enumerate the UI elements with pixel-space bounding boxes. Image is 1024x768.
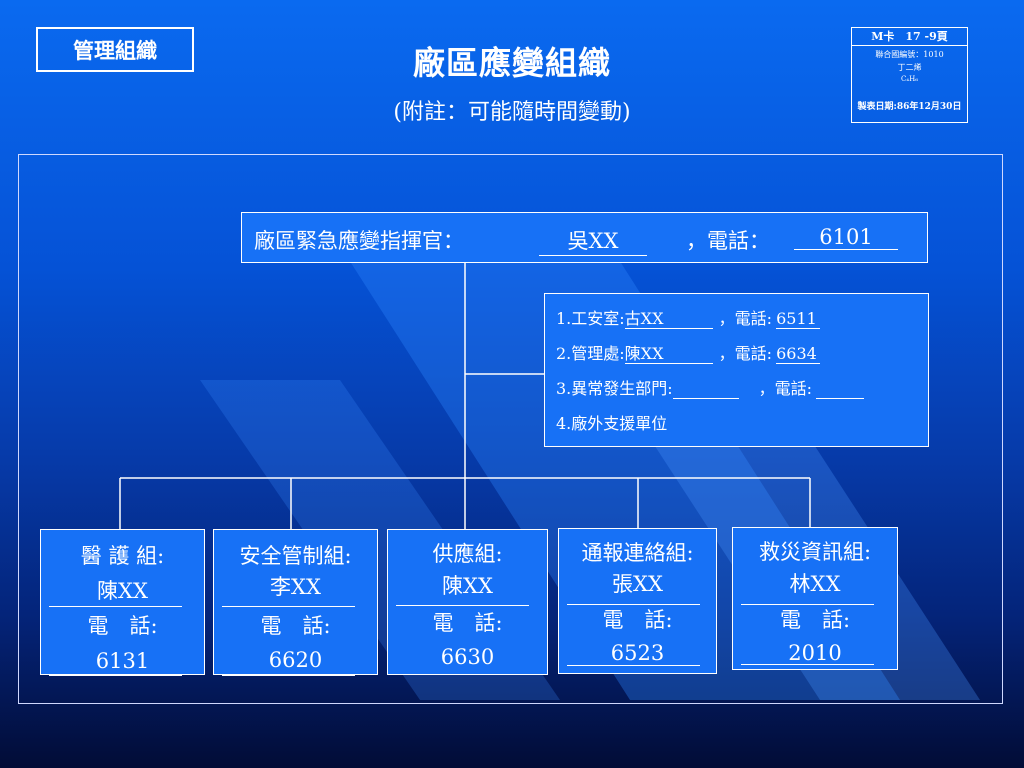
section-tag: 管理組織 bbox=[36, 27, 194, 72]
card-chemical-name: 丁二烯 bbox=[897, 63, 922, 72]
group-leader: 陳XX bbox=[97, 579, 148, 603]
group-leader: 張XX bbox=[612, 572, 663, 596]
group-leader: 林XX bbox=[789, 572, 841, 596]
task-phone-label: ，電話: bbox=[758, 379, 813, 398]
group-underline bbox=[396, 674, 529, 675]
group-divider bbox=[396, 605, 529, 606]
group-phone: 2010 bbox=[788, 641, 842, 665]
group-underline bbox=[49, 675, 182, 676]
task-label: 1.工安室: bbox=[556, 309, 625, 328]
card-date: 製表日期:86年12月30日 bbox=[857, 102, 962, 112]
group-phone: 6620 bbox=[268, 648, 323, 672]
group-divider bbox=[49, 606, 182, 607]
task-phone-label: ，電話: bbox=[718, 309, 773, 328]
commander-label: 廠區緊急應變指揮官： bbox=[254, 229, 464, 253]
group-divider bbox=[222, 606, 355, 607]
group-box-disaster-info: 救災資訊組: 林XX 電 話: 2010 bbox=[732, 527, 898, 670]
diagram-frame bbox=[18, 154, 1003, 704]
task-item: 3.異常發生部門: ，電話: bbox=[556, 378, 865, 400]
group-underline bbox=[222, 675, 355, 676]
group-phone: 6630 bbox=[440, 645, 495, 669]
task-label: 2.管理處: bbox=[556, 344, 625, 363]
group-title: 供應組: bbox=[432, 542, 503, 566]
task-name bbox=[672, 378, 739, 399]
group-title: 安全管制組: bbox=[239, 544, 352, 568]
task-label: 3.異常發生部門: bbox=[556, 379, 673, 398]
commander-name: 吳XX bbox=[539, 225, 647, 256]
group-phone: 6131 bbox=[95, 649, 150, 673]
card-formula: C₄H₆ bbox=[900, 75, 919, 83]
group-phone-label: 電 話: bbox=[432, 611, 503, 635]
group-title: 通報連絡組: bbox=[581, 541, 694, 565]
group-divider bbox=[567, 604, 700, 605]
card-page-ref: M卡 17 -9頁 bbox=[852, 28, 967, 46]
task-phone: 6511 bbox=[776, 308, 821, 329]
task-name: 陳XX bbox=[624, 343, 713, 364]
group-title: 醫 護 組: bbox=[80, 544, 165, 568]
page-title: 廠區應變組織 bbox=[412, 44, 611, 82]
group-phone-label: 電 話: bbox=[779, 608, 851, 632]
group-phone-label: 電 話: bbox=[87, 614, 158, 638]
group-leader: 陳XX bbox=[442, 574, 493, 598]
task-phone-label: ，電話: bbox=[718, 344, 773, 363]
task-name: 古XX bbox=[624, 308, 713, 329]
page-subtitle: (附註：可能隨時間變動) bbox=[393, 100, 631, 125]
group-box-medical: 醫 護 組: 陳XX 電 話: 6131 bbox=[40, 529, 205, 676]
group-leader: 李XX bbox=[270, 575, 321, 599]
group-phone-label: 電 話: bbox=[260, 614, 331, 638]
group-underline bbox=[741, 664, 874, 665]
task-item: 4.廠外支援單位 bbox=[556, 413, 667, 435]
group-title: 救災資訊組: bbox=[758, 540, 872, 564]
group-phone-label: 電 話: bbox=[602, 608, 673, 632]
task-phone: 6634 bbox=[776, 343, 821, 364]
commander-phone-label: ，電話： bbox=[686, 229, 770, 253]
task-label: 4.廠外支援單位 bbox=[556, 414, 668, 433]
group-divider bbox=[741, 604, 874, 605]
group-underline bbox=[567, 665, 700, 666]
task-item: 2.管理處:陳XX ，電話:6634 bbox=[556, 343, 821, 365]
group-box-communications: 通報連絡組: 張XX 電 話: 6523 bbox=[558, 528, 717, 674]
reference-card: M卡 17 -9頁 聯合國編號：1010 丁二烯 C₄H₆ 製表日期:86年12… bbox=[851, 27, 968, 123]
commander-phone: 6101 bbox=[794, 225, 898, 250]
group-phone: 6523 bbox=[610, 641, 665, 665]
task-list-box: 1.工安室:古XX，電話:6511 2.管理處:陳XX，電話:6634 3.異常… bbox=[544, 293, 929, 447]
group-box-safety: 安全管制組: 李XX 電 話: 6620 bbox=[213, 529, 378, 676]
group-box-supply: 供應組: 陳XX 電 話: 6630 bbox=[387, 529, 548, 675]
commander-box: 廠區緊急應變指揮官： 吳XX ，電話： 6101 bbox=[241, 212, 928, 263]
task-item: 1.工安室:古XX ，電話:6511 bbox=[556, 308, 821, 330]
task-phone bbox=[816, 378, 865, 399]
card-un-number: 聯合國編號：1010 bbox=[875, 50, 944, 59]
